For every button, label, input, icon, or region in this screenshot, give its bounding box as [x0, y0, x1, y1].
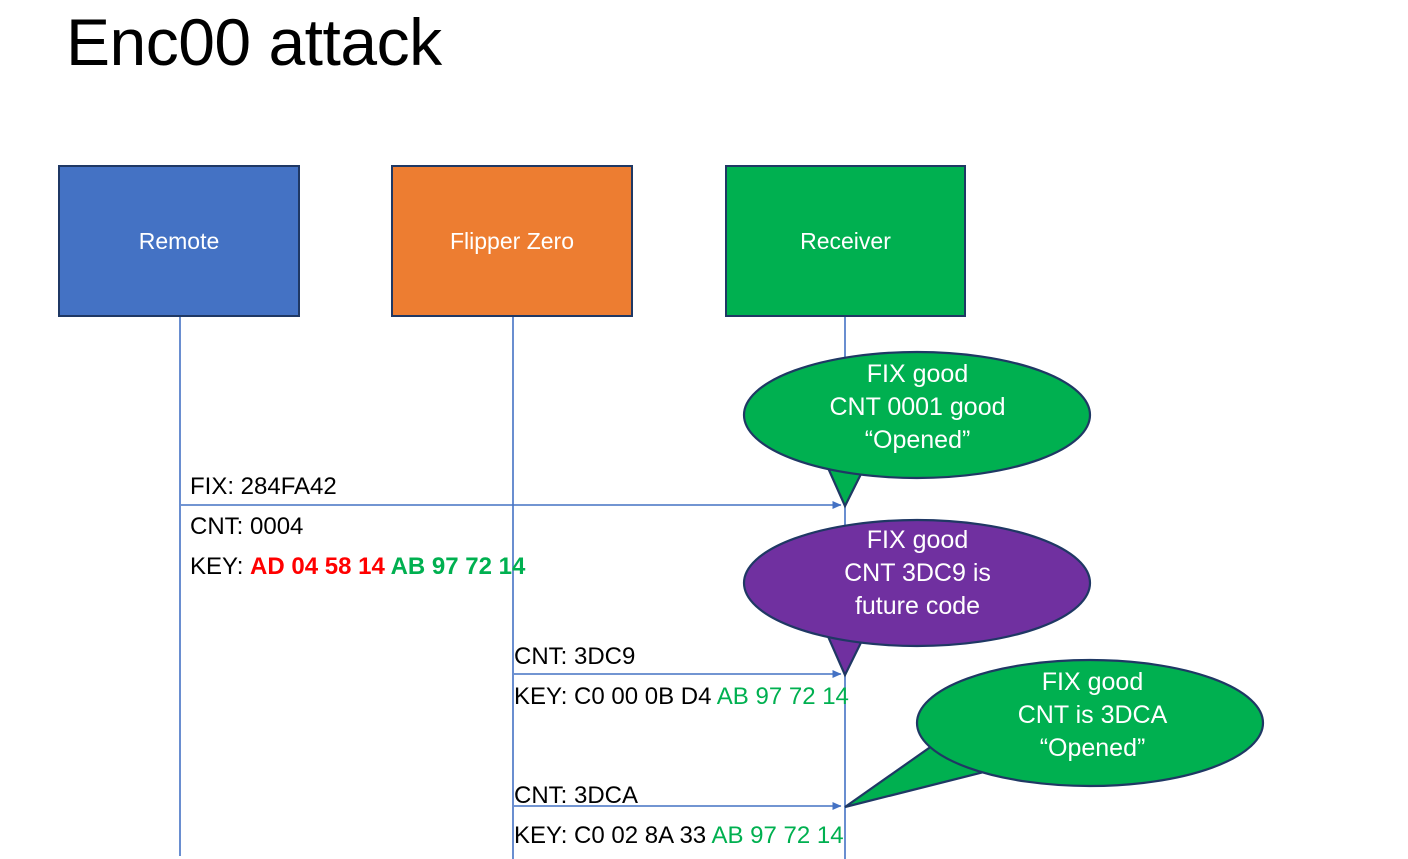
message-label-key-1: KEY: AD 04 58 14 AB 97 72 14 — [190, 552, 525, 582]
callout-bubble-3-text: FIX good CNT is 3DCA “Opened” — [970, 666, 1215, 765]
actor-label-remote: Remote — [138, 227, 220, 254]
key-1-prefix: KEY: — [190, 553, 251, 580]
callout-bubble-2 — [742, 518, 1092, 678]
callout-bubble-3 — [844, 658, 1265, 809]
actor-label-flipper-zero: Flipper Zero — [450, 227, 574, 254]
bubble-1-line-1: FIX good — [866, 360, 969, 388]
bubble-2-line-2: CNT 3DC9 is — [844, 559, 991, 587]
callout-bubble-1-text: FIX good CNT 0001 good “Opened” — [795, 358, 1040, 457]
key-3-prefix: KEY: C0 02 8A 33 — [514, 822, 712, 849]
actor-box-remote: Remote — [58, 165, 300, 317]
message-label-key-2: KEY: C0 00 0B D4 AB 97 72 14 — [514, 682, 849, 712]
actor-label-receiver: Receiver — [800, 227, 891, 254]
key-3-green-bytes: AB 97 72 14 — [711, 822, 844, 849]
actor-box-flipper-zero: Flipper Zero — [391, 165, 633, 317]
bubble-2-line-1: FIX good — [866, 526, 969, 554]
page-title: Enc00 attack — [66, 5, 442, 79]
message-label-cnt-0004: CNT: 0004 — [190, 513, 304, 540]
bubble-3-line-1: FIX good — [1041, 668, 1144, 696]
message-label-fix: FIX: 284FA42 — [190, 473, 337, 500]
bubble-3-line-2: CNT is 3DCA — [1017, 701, 1168, 729]
message-label-cnt-3dc9: CNT: 3DC9 — [514, 643, 636, 670]
key-2-green-bytes: AB 97 72 14 — [716, 683, 849, 710]
callout-bubble-1 — [742, 350, 1092, 509]
actor-box-receiver: Receiver — [725, 165, 966, 317]
bubble-3-line-3: “Opened” — [1039, 734, 1146, 762]
key-1-green-bytes: AB 97 72 14 — [390, 553, 526, 580]
callout-bubble-2-text: FIX good CNT 3DC9 is future code — [795, 524, 1040, 623]
key-1-red-bytes: AD 04 58 14 — [250, 553, 391, 580]
bubble-1-line-2: CNT 0001 good — [829, 393, 1006, 421]
message-label-key-3: KEY: C0 02 8A 33 AB 97 72 14 — [514, 821, 844, 851]
bubble-1-line-3: “Opened” — [864, 426, 971, 454]
bubble-2-line-3: future code — [854, 592, 981, 620]
message-label-cnt-3dca: CNT: 3DCA — [514, 782, 639, 809]
key-2-prefix: KEY: C0 00 0B D4 — [514, 683, 717, 710]
